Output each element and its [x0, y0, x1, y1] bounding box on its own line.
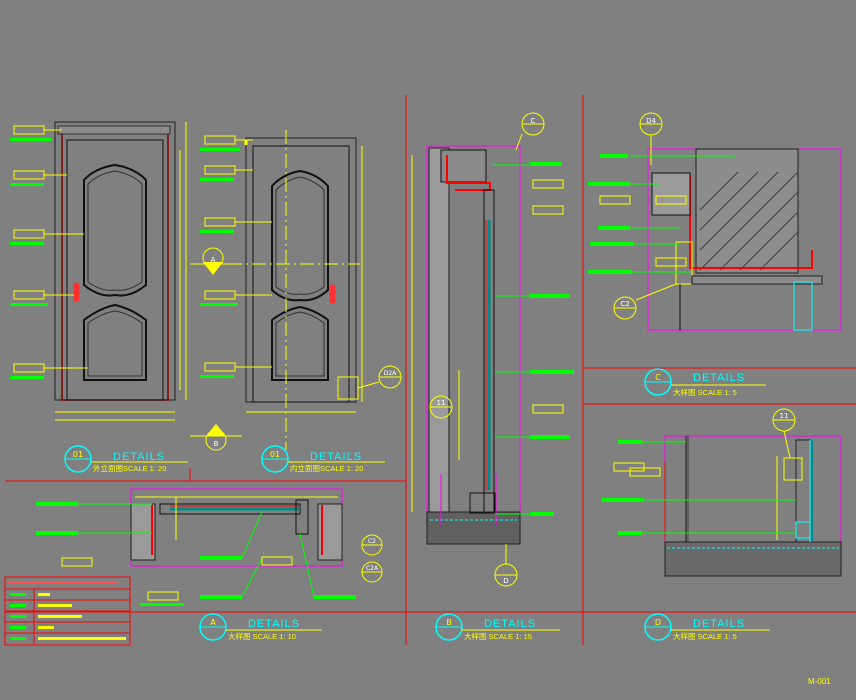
title-subtitle: 外立面图SCALE 1: 20	[93, 463, 166, 473]
title-id: A	[210, 618, 216, 627]
title-id: D	[655, 618, 661, 627]
section-marker-d-bottom: D	[494, 544, 518, 587]
c-marker-label: C	[531, 117, 536, 125]
title-text: DETAILS	[484, 618, 536, 630]
section-marker-c-top: C	[515, 112, 545, 151]
callout-text-door-exterior	[10, 138, 52, 379]
section-a-label: A	[211, 256, 216, 264]
callout-tags-section-d	[602, 440, 796, 535]
door-elevation-interior	[228, 130, 363, 450]
title-subtitle: 大样图 SCALE 1: 15	[464, 631, 532, 641]
callout-tags-section-a	[36, 502, 356, 606]
title-id: C	[655, 373, 661, 382]
callout-tags-door-exterior	[13, 125, 88, 373]
section-a-drawing	[130, 488, 343, 567]
title-id: 01	[270, 450, 280, 459]
section-c-drawing	[647, 148, 842, 331]
title-block-d: D DETAILS 大样图 SCALE 1: 5	[644, 613, 770, 641]
d2a-label: D2A	[384, 370, 397, 377]
sheet-grid-lines	[5, 95, 856, 645]
title-block-a: A DETAILS 大样图 SCALE 1: 10	[199, 613, 322, 641]
title-block-c: C DETAILS 大样图 SCALE 1: 5	[644, 368, 766, 397]
section-b-label: B	[214, 440, 219, 448]
marker-11b-label: 11	[780, 412, 789, 420]
notes-table	[4, 576, 131, 646]
section-marker-d2a: D2A	[337, 365, 402, 400]
title-subtitle: 大样图 SCALE 1: 5	[673, 387, 737, 397]
title-block-01-exterior: 01 DETAILS 外立面图SCALE 1: 20	[64, 445, 188, 473]
title-block-01-interior: 01 DETAILS 内立面图SCALE 1: 20	[261, 445, 385, 473]
section-d-drawing	[664, 435, 842, 577]
c2b-label: C2	[620, 300, 629, 308]
title-subtitle: 大样图 SCALE 1: 10	[228, 631, 296, 641]
c2a-label: C2A	[366, 565, 379, 572]
title-subtitle: 大样图 SCALE 1: 5	[673, 631, 737, 641]
section-marker-c2: C2	[361, 534, 383, 556]
callout-text-door-interior	[200, 148, 240, 378]
title-id: 01	[73, 450, 83, 459]
section-marker-c2a: C2A	[361, 561, 383, 583]
marker-11a-label: 11	[437, 399, 446, 407]
section-marker-b: B	[190, 424, 242, 451]
section-marker-d4: D4	[639, 112, 663, 165]
title-block-b: B DETAILS 大样图 SCALE 1: 15	[435, 613, 560, 641]
title-subtitle: 内立面图SCALE 1: 20	[290, 463, 363, 473]
title-text: DETAILS	[248, 618, 300, 630]
section-marker-11a: 11	[429, 395, 453, 419]
d4-label: D4	[646, 117, 656, 125]
title-text: DETAILS	[693, 372, 745, 384]
section-marker-11b: 11	[772, 408, 796, 459]
title-text: DETAILS	[113, 451, 165, 463]
d-marker-label: D	[503, 577, 508, 585]
title-id: B	[446, 618, 452, 627]
callout-tags-door-interior	[204, 135, 272, 372]
callout-tags-section-c	[588, 154, 735, 274]
title-text: DETAILS	[310, 451, 362, 463]
section-b-drawing	[411, 145, 521, 545]
c2-label: C2	[368, 538, 376, 545]
door-elevation-exterior	[54, 121, 187, 421]
section-marker-a: A	[190, 247, 236, 275]
title-text: DETAILS	[693, 618, 745, 630]
section-marker-c2b: C2	[613, 283, 677, 320]
sheet-number: M-001	[808, 677, 831, 686]
callout-tags-section-b	[493, 162, 574, 516]
